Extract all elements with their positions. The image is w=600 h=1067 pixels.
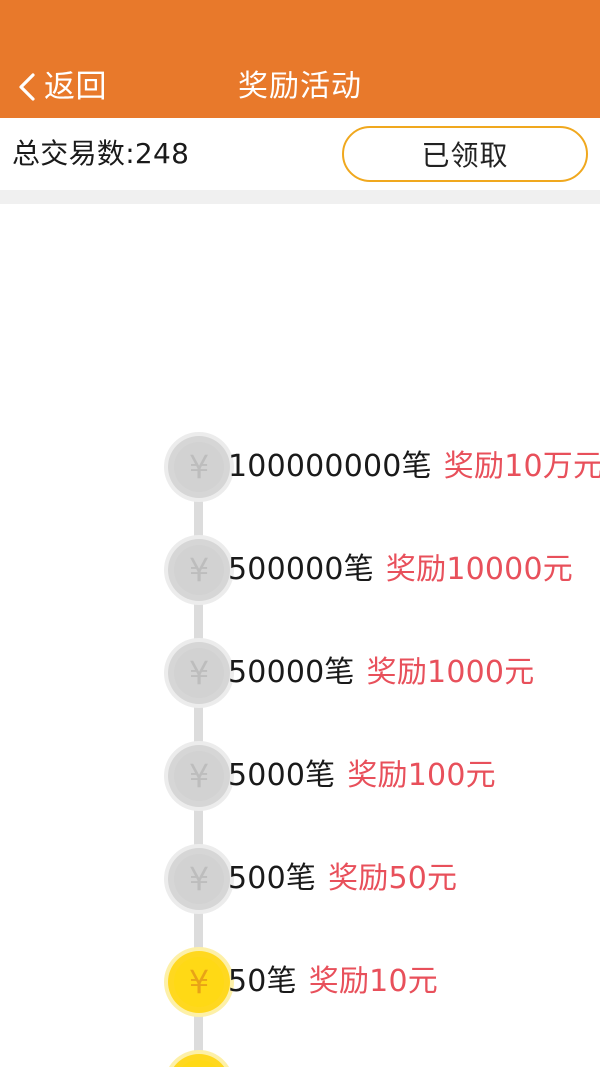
coin-earned-icon: ¥	[168, 1054, 230, 1067]
reward-threshold-label: 500笔	[228, 861, 317, 896]
total-transactions-label: 总交易数:248	[12, 137, 190, 170]
reward-row[interactable]: ¥500000笔奖励10000元	[0, 539, 600, 601]
reward-row[interactable]: ¥500笔奖励50元	[0, 848, 600, 910]
coin-yen-symbol: ¥	[174, 442, 224, 492]
reward-amount-label: 奖励50元	[328, 861, 458, 896]
reward-row-text: 5000笔奖励100元	[228, 759, 592, 793]
coin-locked-icon: ¥	[168, 745, 230, 807]
coin-yen-symbol: ¥	[174, 648, 224, 698]
section-divider	[0, 190, 600, 204]
coin-earned-icon: ¥	[168, 951, 230, 1013]
reward-row[interactable]: ¥5000笔奖励100元	[0, 745, 600, 807]
app-header: 返回 奖励活动	[0, 0, 600, 118]
reward-threshold-label: 5000笔	[228, 758, 336, 793]
chevron-left-icon	[19, 73, 35, 101]
reward-amount-label: 奖励10元	[308, 964, 438, 999]
reward-row[interactable]: ¥100000000笔奖励10万元	[0, 436, 600, 498]
reward-amount-label: 奖励10000元	[385, 552, 573, 587]
reward-row-text: 500000笔奖励10000元	[228, 553, 592, 587]
reward-threshold-label: 50笔	[228, 964, 297, 999]
reward-amount-label: 奖励100元	[347, 758, 496, 793]
reward-row-text: 50笔奖励10元	[228, 965, 592, 999]
coin-locked-icon: ¥	[168, 642, 230, 704]
claimed-button[interactable]: 已领取	[342, 126, 588, 182]
reward-threshold-label: 50000笔	[228, 655, 355, 690]
coin-yen-symbol: ¥	[174, 1060, 224, 1067]
coin-yen-symbol: ¥	[174, 751, 224, 801]
coin-locked-icon: ¥	[168, 539, 230, 601]
coin-locked-icon: ¥	[168, 436, 230, 498]
reward-row-text: 50000笔奖励1000元	[228, 656, 592, 690]
reward-amount-label: 奖励10万元	[443, 449, 600, 484]
coin-yen-symbol: ¥	[174, 545, 224, 595]
back-button[interactable]: 返回	[14, 70, 107, 104]
coin-yen-symbol: ¥	[174, 854, 224, 904]
reward-timeline-list: ¥100000000笔奖励10万元¥500000笔奖励10000元¥50000笔…	[0, 204, 600, 1067]
reward-amount-label: 奖励1000元	[366, 655, 535, 690]
back-button-label: 返回	[44, 69, 107, 105]
stats-bar: 总交易数:248 已领取	[0, 118, 600, 190]
reward-threshold-label: 500000笔	[228, 552, 374, 587]
reward-row[interactable]: ¥50笔奖励10元	[0, 951, 600, 1013]
reward-row[interactable]: ¥10笔奖励5元	[0, 1054, 600, 1067]
coin-yen-symbol: ¥	[174, 957, 224, 1007]
coin-locked-icon: ¥	[168, 848, 230, 910]
reward-row-text: 500笔奖励50元	[228, 862, 592, 896]
reward-row-text: 100000000笔奖励10万元	[228, 449, 600, 484]
reward-threshold-label: 100000000笔	[228, 449, 432, 484]
reward-row[interactable]: ¥50000笔奖励1000元	[0, 642, 600, 704]
